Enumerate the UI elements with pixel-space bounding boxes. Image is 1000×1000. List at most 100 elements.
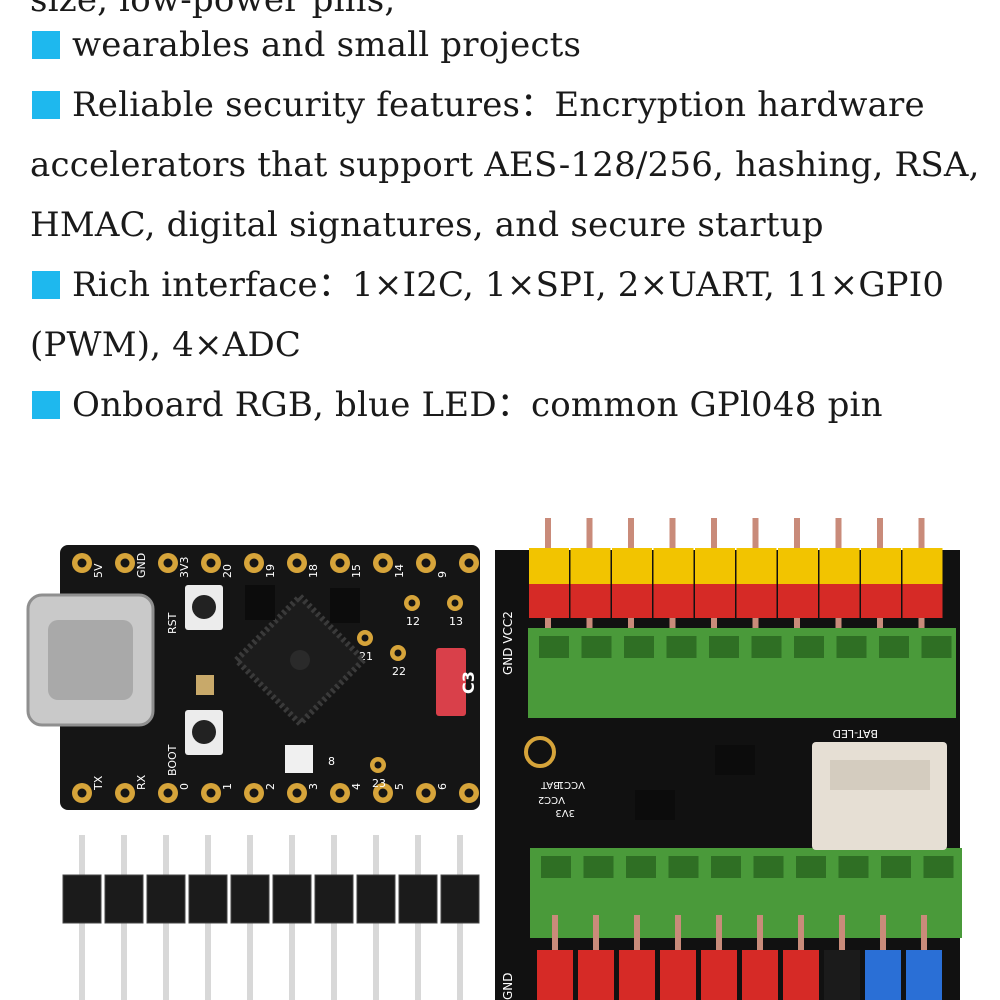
- yellow-header: [819, 548, 860, 584]
- boot-label: BOOT: [166, 744, 179, 776]
- pin-hole: [451, 599, 459, 607]
- pin-hole: [421, 558, 431, 568]
- red-header: [861, 584, 901, 618]
- square-bullet-icon: [32, 271, 60, 299]
- header-housing: [783, 950, 819, 1000]
- header-housing: [824, 950, 860, 1000]
- header-housing: [314, 874, 354, 924]
- red-header: [612, 584, 652, 618]
- header-pin: [79, 920, 85, 1000]
- jst-connector: [812, 742, 947, 850]
- pin-hole: [206, 558, 216, 568]
- pin-hole: [249, 788, 259, 798]
- feature-text: wearables and small projects: [72, 25, 582, 65]
- terminal-slot: [583, 856, 614, 878]
- header-housing: [619, 950, 655, 1000]
- feature-text: HMAC, digital signatures, and secure sta…: [30, 205, 824, 245]
- regulator: [635, 790, 675, 820]
- pin-label: 2: [264, 783, 277, 790]
- red-header: [695, 584, 735, 618]
- red-header: [653, 584, 694, 618]
- header-housing: [230, 874, 270, 924]
- pin-label: 1: [221, 783, 234, 790]
- pin-hole: [292, 788, 302, 798]
- pin-label: 13: [449, 615, 463, 628]
- header-housing: [537, 950, 573, 1000]
- yellow-header: [653, 548, 694, 584]
- pin-headers: [62, 835, 480, 1000]
- yellow-header: [529, 548, 569, 584]
- component: [245, 585, 275, 620]
- pin-label: 3V3: [178, 556, 191, 578]
- bottom-dupont-pins: [537, 915, 942, 1000]
- usb-c-port: [48, 620, 133, 700]
- jst-socket: [830, 760, 930, 790]
- pin-label: 8: [479, 571, 492, 578]
- header-housing: [188, 874, 228, 924]
- pin-hole: [374, 761, 382, 769]
- header-housing: [440, 874, 480, 924]
- terminal-slot: [626, 856, 656, 878]
- terminal-slot: [624, 636, 654, 658]
- pin-hole: [335, 558, 345, 568]
- pin-hole: [408, 599, 416, 607]
- square-bullet-icon: [32, 391, 60, 419]
- pin-label: 23: [372, 777, 386, 790]
- red-header: [570, 584, 611, 618]
- terminal-slot: [881, 856, 911, 878]
- feature-line: wearables and small projects: [30, 25, 581, 65]
- pin-hole: [77, 788, 87, 798]
- header-pin: [457, 835, 463, 880]
- header-housing: [272, 874, 312, 924]
- pin-label: 5: [393, 783, 406, 790]
- header-housing: [906, 950, 942, 1000]
- rst-label: RST: [166, 612, 179, 634]
- regulator: [715, 745, 755, 775]
- yellow-header: [570, 548, 611, 584]
- pin-label: 6: [436, 783, 449, 790]
- pin-hole: [378, 788, 388, 798]
- pin-label: 19: [264, 564, 277, 578]
- feature-line: (PWM), 4×ADC: [30, 325, 301, 365]
- red-header: [529, 584, 569, 618]
- crystal: [196, 675, 214, 695]
- red-header: [736, 584, 777, 618]
- terminal-slot: [751, 636, 782, 658]
- yellow-header: [612, 548, 652, 584]
- pin-hole: [120, 788, 130, 798]
- terminal-slot: [711, 856, 741, 878]
- feature-text: (PWM), 4×ADC: [30, 325, 302, 365]
- terminal-slot: [753, 856, 784, 878]
- boot-button-cap: [192, 720, 216, 744]
- terminal-slot: [794, 636, 824, 658]
- led-pin-label: 8: [328, 755, 335, 768]
- feature-line: Reliable security features：Encryption ha…: [30, 85, 925, 125]
- header-pin: [289, 835, 295, 880]
- shield-bottom-label: GND: [501, 972, 515, 1000]
- pin-hole: [464, 558, 474, 568]
- pin-label: 15: [350, 564, 363, 578]
- terminal-slot: [796, 856, 826, 878]
- feature-text: Reliable security features：Encryption ha…: [72, 85, 925, 125]
- terminal-slot: [668, 856, 699, 878]
- square-bullet-icon: [32, 91, 60, 119]
- terminal-slot: [541, 856, 571, 878]
- terminal-slots-top: [539, 636, 952, 658]
- chip-tag: [436, 648, 466, 716]
- top-dupont-pins: [529, 518, 943, 630]
- header-pin: [205, 920, 211, 1000]
- feature-list: size, low-power pins,wearables and small…: [0, 0, 1000, 450]
- pin-hole: [335, 788, 345, 798]
- terminal-slot: [838, 856, 869, 878]
- header-pin: [415, 835, 421, 880]
- header-pin: [247, 835, 253, 880]
- header-housing: [104, 874, 144, 924]
- header-pin: [205, 835, 211, 880]
